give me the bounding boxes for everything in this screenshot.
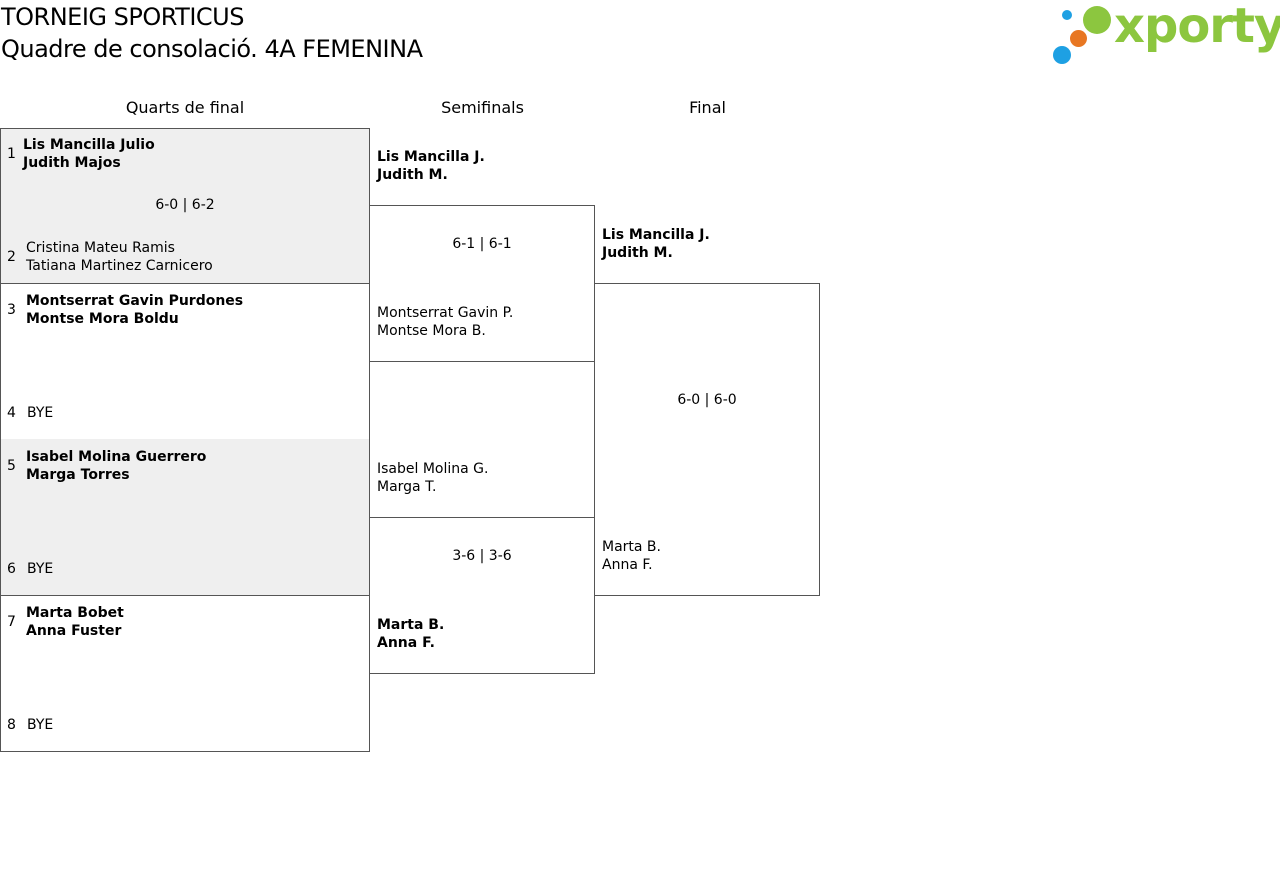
sf-team-4-player-1: Marta B. — [377, 617, 445, 633]
sf-team-3-player-2: Marga T. — [377, 479, 437, 495]
logo-dot-orange — [1070, 30, 1087, 47]
sf-team-2-player-2: Montse Mora B. — [377, 323, 486, 339]
draw-subtitle: Quadre de consolació. 4A FEMENINA — [1, 35, 423, 63]
team-5-player-1: Isabel Molina Guerrero — [26, 449, 207, 465]
seed-number: 7 — [7, 614, 16, 630]
qf-match-1 — [0, 128, 370, 284]
seed-number: 1 — [7, 146, 16, 162]
team-3-player-2: Montse Mora Boldu — [26, 311, 179, 327]
team-6-bye: BYE — [27, 561, 54, 577]
team-8-bye: BYE — [27, 717, 54, 733]
team-3-player-1: Montserrat Gavin Purdones — [26, 293, 244, 309]
sf-team-1-player-2: Judith M. — [377, 167, 448, 183]
round-header-semifinals: Semifinals — [441, 98, 524, 117]
team-7-player-2: Anna Fuster — [26, 623, 122, 639]
qf-match-3 — [0, 439, 370, 596]
team-5-player-2: Marga Torres — [26, 467, 130, 483]
seed-number: 4 — [7, 405, 16, 421]
final-team-2-player-2: Anna F. — [602, 557, 653, 573]
logo-wordmark: xporty — [1114, 0, 1280, 54]
round-header-quarterfinals: Quarts de final — [125, 98, 245, 117]
team-2-player-2: Tatiana Martinez Carnicero — [26, 258, 213, 274]
final-team-1-player-1: Lis Mancilla J. — [602, 227, 710, 243]
team-1-player-1: Lis Mancilla Julio — [23, 137, 155, 153]
team-7-player-1: Marta Bobet — [26, 605, 124, 621]
sf-team-3-player-1: Isabel Molina G. — [377, 461, 489, 477]
seed-number: 5 — [7, 458, 16, 474]
sf-team-4-player-2: Anna F. — [377, 635, 435, 651]
seed-number: 8 — [7, 717, 16, 733]
seed-number: 6 — [7, 561, 16, 577]
seed-number: 2 — [7, 249, 16, 265]
team-1-player-2: Judith Majos — [23, 155, 121, 171]
final-team-2-player-1: Marta B. — [602, 539, 661, 555]
team-4-bye: BYE — [27, 405, 54, 421]
logo-dot-blue-small — [1062, 10, 1072, 20]
seed-number: 3 — [7, 302, 16, 318]
xporty-logo: xporty — [1050, 0, 1280, 68]
sf-team-2-player-1: Montserrat Gavin P. — [377, 305, 514, 321]
sf-team-1-player-1: Lis Mancilla J. — [377, 149, 485, 165]
team-2-player-1: Cristina Mateu Ramis — [26, 240, 175, 256]
sf-score-2: 3-6 | 3-6 — [452, 548, 512, 564]
final-team-1-player-2: Judith M. — [602, 245, 673, 261]
final-match — [594, 283, 820, 596]
logo-dot-blue — [1053, 46, 1071, 64]
round-header-final: Final — [689, 98, 726, 117]
sf-score-1: 6-1 | 6-1 — [452, 236, 512, 252]
final-score: 6-0 | 6-0 — [677, 392, 737, 408]
qf-score-1: 6-0 | 6-2 — [155, 197, 215, 213]
logo-dot-green — [1083, 6, 1111, 34]
tournament-title: TORNEIG SPORTICUS — [1, 3, 244, 31]
